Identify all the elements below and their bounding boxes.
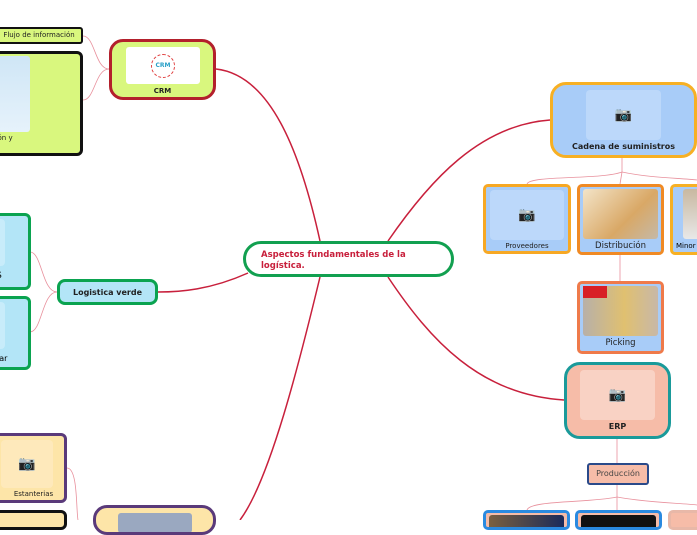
camera-icon bbox=[0, 219, 5, 266]
proveedores-node[interactable]: 📷 Proveedores bbox=[483, 184, 571, 254]
produccion-node[interactable]: Producción bbox=[587, 463, 649, 485]
produccion-label: Producción bbox=[596, 469, 640, 478]
camera-icon: 📷 bbox=[586, 90, 661, 140]
produccion-child-2[interactable] bbox=[575, 510, 662, 530]
central-topic[interactable]: Aspectos fundamentales de la logística. bbox=[243, 241, 454, 277]
almacen-node[interactable] bbox=[93, 505, 216, 535]
erp-label: ERP bbox=[608, 422, 627, 431]
shelves-image bbox=[683, 189, 697, 239]
estanterias-node[interactable]: 📷 Estanterias bbox=[0, 433, 67, 503]
minoristas-node[interactable]: Minor bbox=[670, 184, 697, 255]
branch-crm bbox=[215, 68, 321, 242]
camera-icon bbox=[0, 302, 5, 349]
minoristas-label: Minor bbox=[676, 242, 696, 250]
produccion-child-1[interactable] bbox=[483, 510, 570, 530]
crm-child-node[interactable]: nación y bbox=[0, 51, 83, 156]
cadena-suministros-node[interactable]: 📷 Cadena de suministros bbox=[550, 82, 697, 158]
branch-logistica-verde bbox=[157, 272, 249, 293]
flujo-label: Flujo de información bbox=[3, 31, 75, 39]
jcg-logo bbox=[583, 286, 607, 298]
distribucion-node[interactable]: Distribución bbox=[577, 184, 664, 255]
picking-image bbox=[583, 286, 658, 336]
boxes-conveyor-image bbox=[583, 189, 658, 239]
network-image bbox=[0, 56, 30, 132]
logistica-child-1[interactable]: OS bbox=[0, 213, 31, 290]
flujo-informacion-node[interactable]: Flujo de información bbox=[0, 27, 83, 44]
crm-image: CRM bbox=[126, 47, 200, 84]
cadena-label: Cadena de suministros bbox=[572, 142, 675, 151]
branch-almacen bbox=[239, 276, 321, 520]
proveedores-label: Proveedores bbox=[505, 242, 549, 250]
camera-icon: 📷 bbox=[1, 440, 53, 488]
branch-cadena bbox=[387, 119, 551, 242]
erp-node[interactable]: 📷 ERP bbox=[564, 362, 671, 439]
logistica-child-2[interactable]: zar bbox=[0, 296, 31, 370]
camera-icon: 📷 bbox=[580, 370, 655, 420]
distribucion-label: Distribución bbox=[595, 241, 646, 251]
production-image bbox=[489, 515, 564, 527]
crm-label: CRM bbox=[153, 87, 172, 95]
crm-child-label: nación y bbox=[0, 134, 13, 142]
crm-node[interactable]: CRM CRM bbox=[109, 39, 216, 100]
crm-cycle-icon: CRM bbox=[151, 53, 175, 78]
almacen-child-2[interactable] bbox=[0, 510, 67, 530]
logistica-verde-node[interactable]: Logistica verde bbox=[57, 279, 158, 305]
produccion-child-3[interactable] bbox=[668, 510, 697, 530]
warehouse-image bbox=[118, 513, 192, 532]
child-label: OS bbox=[0, 271, 2, 281]
picking-label: Picking bbox=[605, 338, 636, 348]
branch-erp bbox=[387, 276, 565, 401]
child-label: zar bbox=[0, 354, 8, 363]
estanterias-label: Estanterias bbox=[13, 490, 54, 498]
logistica-verde-label: Logistica verde bbox=[72, 288, 143, 297]
production-image bbox=[581, 515, 656, 527]
central-title: Aspectos fundamentales de la logística. bbox=[261, 250, 406, 271]
camera-icon: 📷 bbox=[490, 190, 564, 240]
connector-lines bbox=[29, 35, 697, 520]
picking-node[interactable]: Picking bbox=[577, 281, 664, 354]
